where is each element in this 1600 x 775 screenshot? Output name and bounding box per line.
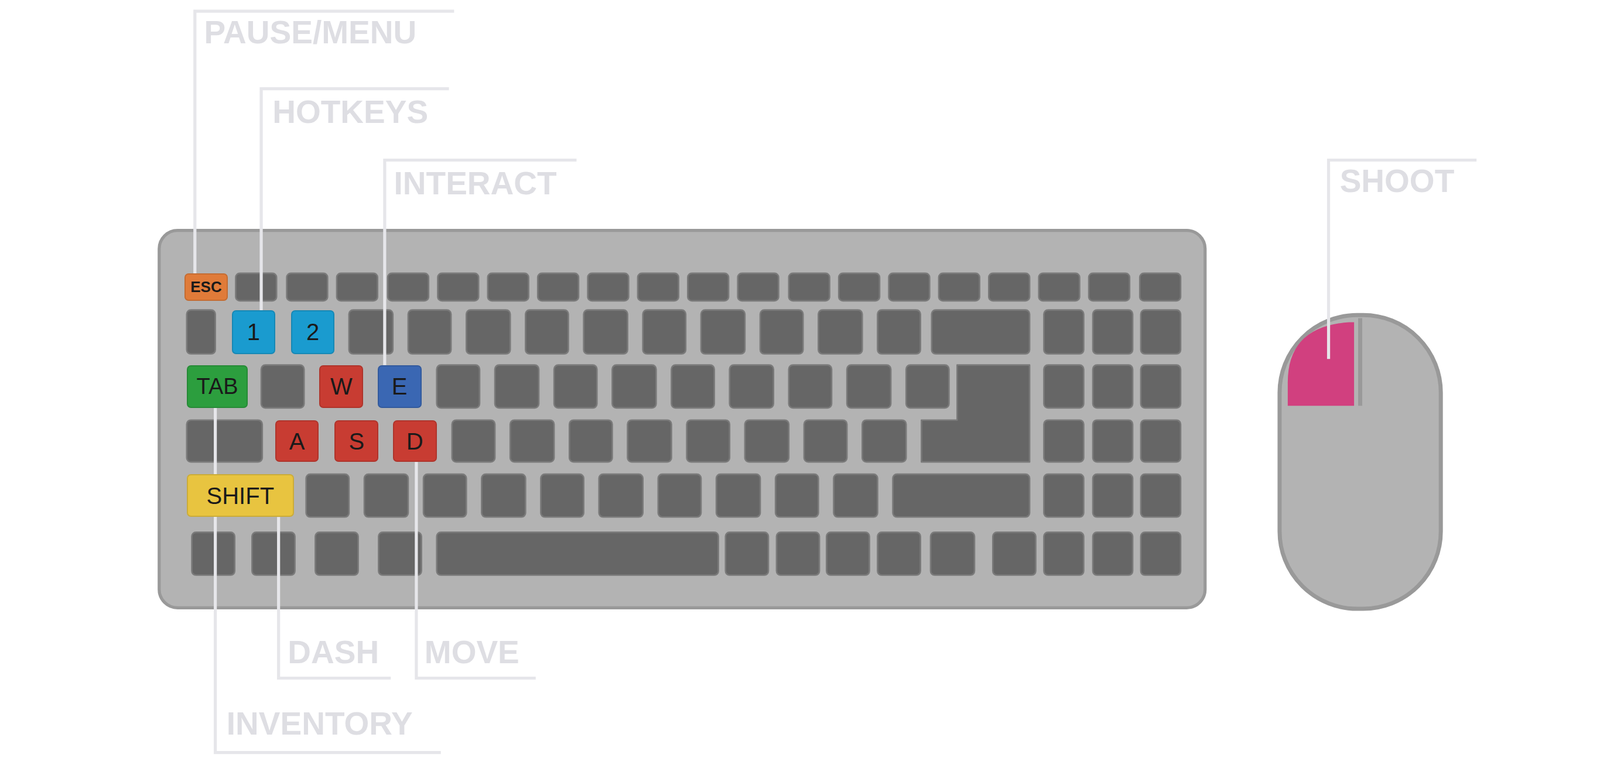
mouse <box>1279 315 1441 610</box>
key-cap: TAB <box>186 365 249 409</box>
key-cap: S <box>334 420 379 463</box>
key-cap: 2 <box>291 310 335 355</box>
key-label: D <box>406 429 424 454</box>
key-label: W <box>330 374 353 399</box>
key-label: S <box>349 429 365 454</box>
callout-label: MOVE <box>424 636 520 669</box>
key-label: A <box>289 429 306 454</box>
callout-label: INTERACT <box>394 167 557 200</box>
callout-label: PAUSE/MENU <box>203 16 417 49</box>
key-cap: ESC <box>184 273 228 302</box>
callout-label: DASH <box>287 636 379 669</box>
key-label: E <box>391 374 408 399</box>
callout-label: HOTKEYS <box>272 96 429 129</box>
leader-lines <box>195 11 1477 754</box>
key-label: TAB <box>196 375 239 398</box>
key-label: ESC <box>190 279 222 295</box>
key-label: 2 <box>306 320 320 344</box>
keyboard-body <box>159 230 1206 609</box>
key-label: SHIFT <box>206 484 275 508</box>
key-cap: D <box>392 420 437 463</box>
callout-label: INVENTORY <box>226 708 413 741</box>
plain-keys <box>186 273 1181 576</box>
key-cap: SHIFT <box>186 474 294 518</box>
key-cap: A <box>275 420 319 463</box>
key-cap: E <box>377 365 422 409</box>
callout-label: SHOOT <box>1339 165 1455 198</box>
key-cap: W <box>319 365 364 409</box>
key-label: 1 <box>247 320 261 344</box>
key-cap: 1 <box>231 310 276 355</box>
left-button <box>1287 322 1355 407</box>
